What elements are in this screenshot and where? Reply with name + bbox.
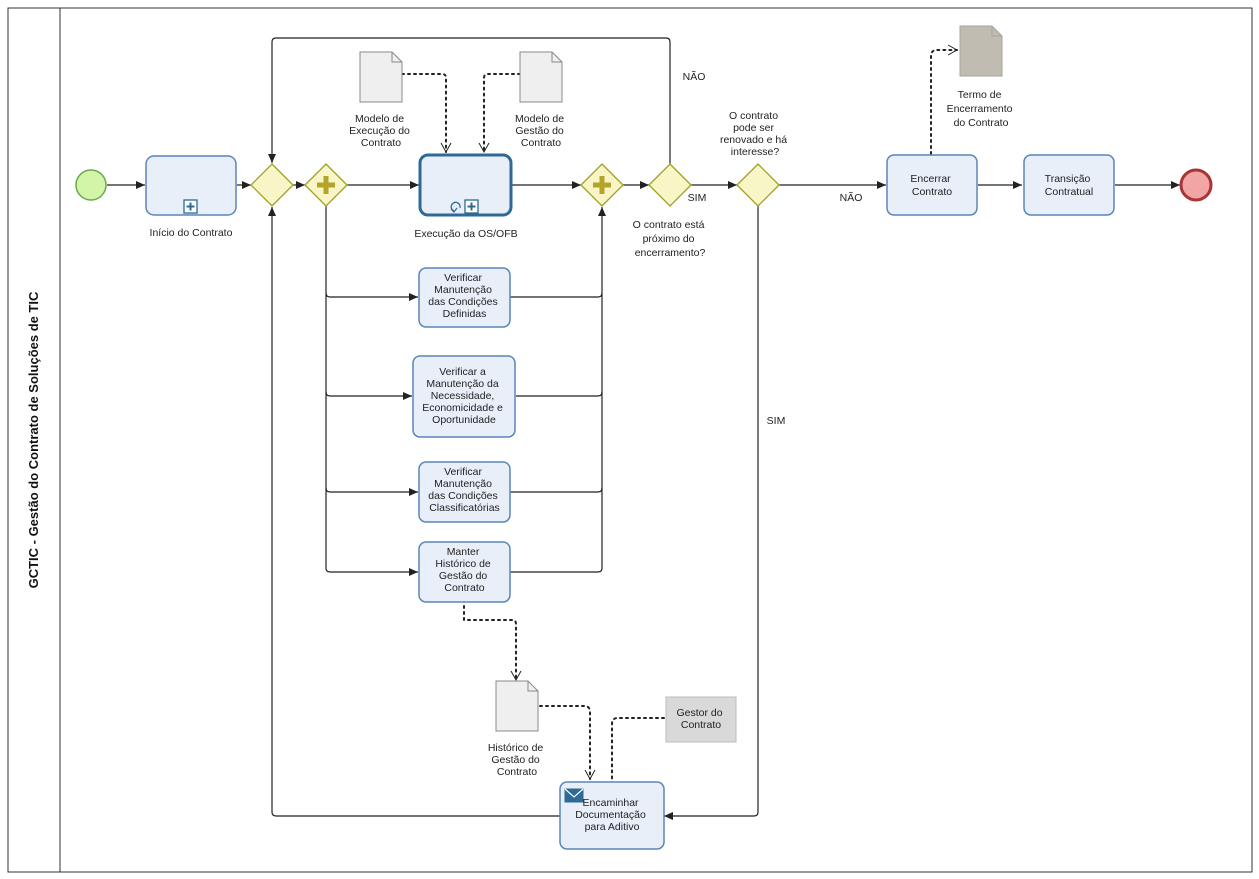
gateway-renovado-label: O contrato pode ser renovado e há intere…: [720, 110, 790, 158]
gateway-proximo-encerramento-label: O contrato está próximo do encerramento?: [633, 219, 708, 259]
doc-termo-encerramento[interactable]: [959, 25, 1003, 77]
gateway-renovado[interactable]: [736, 163, 780, 207]
doc-modelo-execucao[interactable]: [359, 51, 403, 103]
sequence-flows: [107, 37, 1180, 820]
task-verificar-condicoes-definidas[interactable]: Verificar Manutenção das Condições Defin…: [418, 267, 511, 328]
gateway-parallel-split[interactable]: [304, 163, 348, 207]
doc-historico-gestao-label: Histórico de Gestão do Contrato: [488, 742, 546, 778]
svg-text:Gestor do Contrato: Gestor do Contrato: [676, 707, 725, 731]
plus-icon: [317, 176, 335, 194]
flow-label-nao-encerrar: NÃO: [840, 191, 863, 204]
associations: [401, 44, 959, 781]
flow-label-nao-loop: NÃO: [683, 70, 706, 83]
annotation-gestor-contrato[interactable]: Gestor do Contrato: [665, 696, 737, 743]
svg-text:Verificar Manutenção: Verificar Manutenção das Condições Class…: [428, 466, 500, 514]
task-inicio-contrato[interactable]: [145, 155, 237, 216]
task-execucao-os-ofb[interactable]: [418, 153, 513, 217]
doc-modelo-execucao-label: Modelo de Execução do Contrato: [349, 113, 413, 149]
svg-text:Encaminhar Documentação: Encaminhar Documentação para Aditivo: [575, 797, 649, 833]
flow-label-sim-aditivo: SIM: [767, 415, 786, 427]
doc-termo-encerramento-label: Termo de Encerramento do Contrato: [947, 89, 1016, 129]
task-inicio-contrato-label: Início do Contrato: [150, 227, 233, 239]
svg-text:Verificar Manutenção: Verificar Manutenção das Condições Defin…: [428, 272, 500, 320]
task-encerrar-contrato[interactable]: Encerrar Contrato: [886, 154, 978, 216]
gateway-merge[interactable]: [250, 163, 294, 207]
doc-historico-gestao[interactable]: [495, 680, 539, 732]
task-manter-historico[interactable]: Manter Histórico de Gestão do Contrato: [418, 541, 511, 603]
plus-icon: [593, 176, 611, 194]
svg-text:Verificar a Manutenção d: Verificar a Manutenção da Necessidade, E…: [422, 366, 505, 426]
svg-text:Manter Histórico de: Manter Histórico de Gestão do Contrato: [435, 546, 493, 594]
doc-modelo-gestao-label: Modelo de Gestão do Contrato: [515, 113, 567, 149]
envelope-icon: [564, 788, 584, 803]
task-verificar-condicoes-classificatorias[interactable]: Verificar Manutenção das Condições Class…: [418, 461, 511, 523]
pool-title: GCTIC - Gestão do Contrato de Soluções d…: [26, 291, 41, 588]
pool: [7, 7, 1253, 873]
svg-text:Transição Contratual: Transição Contratual: [1045, 173, 1094, 198]
start-event[interactable]: [75, 169, 107, 201]
task-transicao-contratual[interactable]: Transição Contratual: [1023, 154, 1115, 216]
gateway-proximo-encerramento[interactable]: [648, 163, 692, 207]
task-encaminhar-documentacao[interactable]: Encaminhar Documentação para Aditivo: [559, 781, 665, 850]
doc-modelo-gestao[interactable]: [519, 51, 563, 103]
end-event[interactable]: [1179, 168, 1213, 202]
svg-text:Encerrar Contrato: Encerrar Contrato: [910, 173, 953, 198]
gateway-parallel-join[interactable]: [580, 163, 624, 207]
task-verificar-necessidade[interactable]: Verificar a Manutenção da Necessidade, E…: [412, 355, 516, 438]
task-execucao-label: Execução da OS/OFB: [414, 228, 517, 240]
flow-label-sim-proximo: SIM: [688, 192, 707, 204]
